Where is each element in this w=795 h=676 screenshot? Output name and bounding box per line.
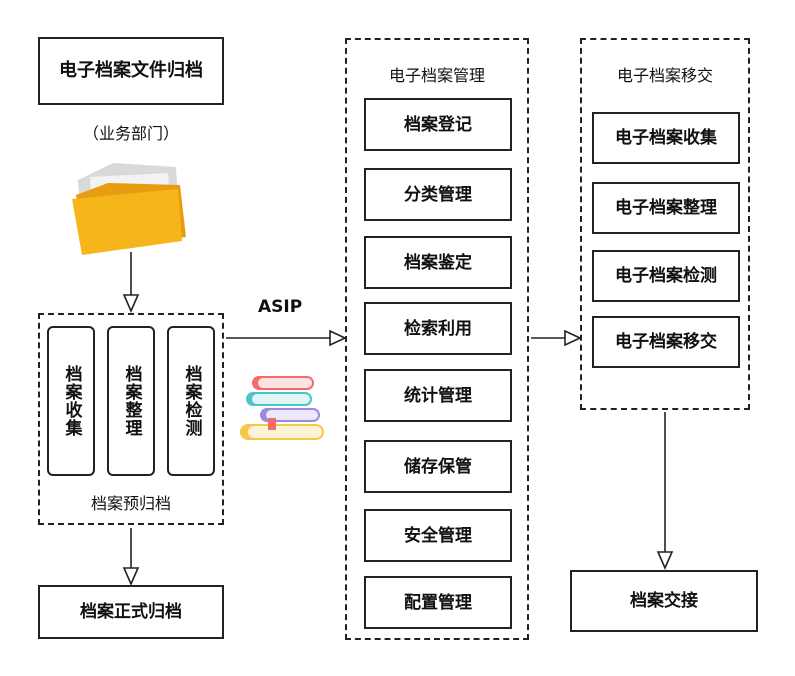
transfer-item: 电子档案整理 <box>592 182 740 234</box>
mgmt-item: 配置管理 <box>364 576 512 629</box>
handover-box: 档案交接 <box>570 570 758 632</box>
management-title: 电子档案管理 <box>388 66 485 85</box>
transfer-group <box>580 38 750 410</box>
pre-archive-group <box>38 313 224 525</box>
mgmt-item: 分类管理 <box>364 168 512 221</box>
mgmt-item: 检索利用 <box>364 302 512 355</box>
asip-label: ASIP <box>258 297 303 317</box>
mgmt-item: 统计管理 <box>364 369 512 422</box>
formal-archive-box: 档案正式归档 <box>38 585 224 639</box>
transfer-item: 电子档案检测 <box>592 250 740 302</box>
transfer-item: 电子档案移交 <box>592 316 740 368</box>
pre-item-organize: 档案整理 <box>107 326 155 476</box>
transfer-title: 电子档案移交 <box>616 66 713 85</box>
mgmt-item: 储存保管 <box>364 440 512 493</box>
pre-item-collect: 档案收集 <box>47 326 95 476</box>
business-dept-label: （业务部门） <box>82 124 179 143</box>
archive-filing-title: 电子档案文件归档 <box>38 37 224 105</box>
mgmt-item: 安全管理 <box>364 509 512 562</box>
books-icon <box>240 376 324 440</box>
management-group <box>345 38 529 640</box>
mgmt-item: 档案鉴定 <box>364 236 512 289</box>
transfer-item: 电子档案收集 <box>592 112 740 164</box>
mgmt-item: 档案登记 <box>364 98 512 151</box>
pre-item-check: 档案检测 <box>167 326 215 476</box>
folder-icon <box>72 163 186 255</box>
pre-archive-label: 档案预归档 <box>90 494 171 513</box>
